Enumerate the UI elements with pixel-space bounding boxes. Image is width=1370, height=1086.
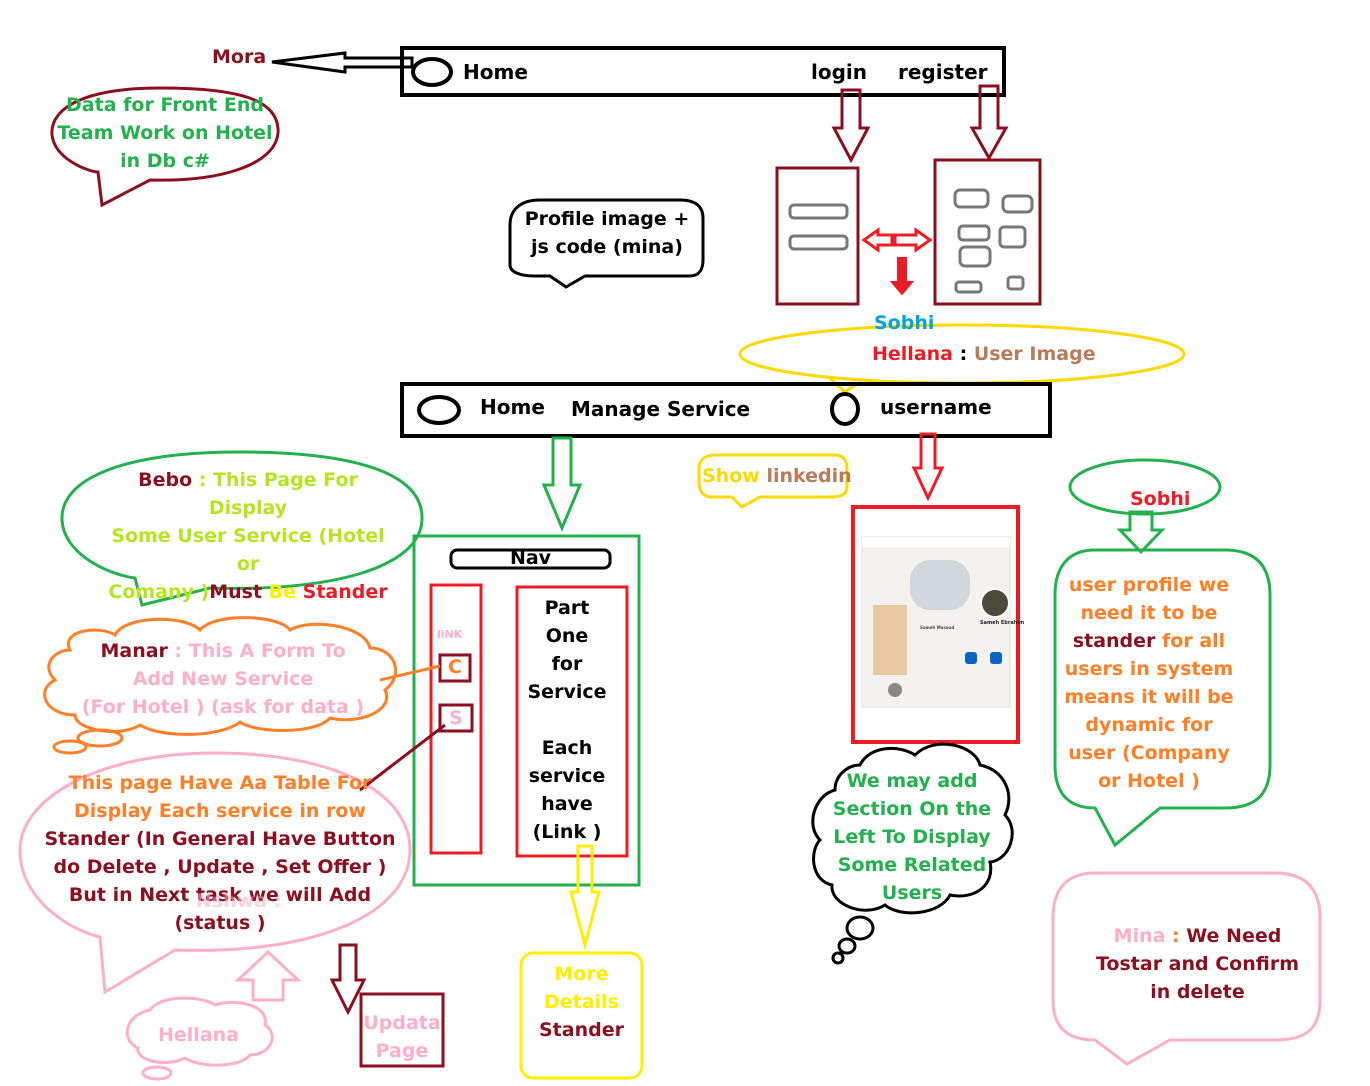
manar-name: Manar bbox=[100, 640, 168, 662]
manar-note: Manar : This A Form To Add New Service (… bbox=[78, 637, 368, 721]
manage-page-frame bbox=[412, 534, 641, 887]
user-profile-part1: user profile we need it to be bbox=[1068, 574, 1230, 624]
update-page-box bbox=[359, 992, 445, 1068]
top-nav-home[interactable]: Home bbox=[463, 60, 528, 84]
hellana-sep: : bbox=[952, 343, 974, 365]
sobhi-ellipse bbox=[1068, 458, 1222, 516]
bebo-bubble bbox=[60, 450, 424, 607]
user-profile-stander: stander bbox=[1072, 630, 1156, 652]
mina-text: We Need Tostar and Confirm in delete bbox=[1095, 925, 1300, 1003]
mora-label: Mora bbox=[212, 46, 267, 68]
register-form-sketch bbox=[933, 158, 1042, 306]
manar-text: : This A Form To Add New Service (For Ho… bbox=[81, 640, 365, 718]
more-details-box bbox=[519, 951, 644, 1080]
related-users-cloud bbox=[811, 742, 1014, 915]
update-page-label: Updata Page bbox=[363, 1012, 441, 1062]
show-linkedin-note: Show linkedin bbox=[702, 462, 852, 490]
user-profile-note: user profile we need it to be stander fo… bbox=[1060, 571, 1238, 795]
login-form-sketch bbox=[775, 166, 860, 306]
bebo-be: Be bbox=[268, 581, 297, 603]
user-profile-part2: for all users in system means it will be… bbox=[1064, 630, 1234, 792]
related-users-text: We may add Section On the Left To Displa… bbox=[832, 770, 992, 904]
part-one-text: Part One for Service Each service have (… bbox=[527, 597, 607, 843]
top-nav-login[interactable]: login bbox=[811, 60, 868, 84]
hellana-name: Hellana bbox=[872, 343, 953, 365]
mina-note: Mina : We Need Tostar and Confirm in del… bbox=[1080, 922, 1315, 1006]
show-word: Show bbox=[702, 465, 760, 487]
sobhi-label-2: Sobhi bbox=[1130, 488, 1191, 510]
table-bubble bbox=[18, 751, 412, 995]
create-button[interactable]: C bbox=[448, 656, 462, 678]
second-nav-manage-service[interactable]: Manage Service bbox=[571, 397, 751, 421]
bebo-stander: Stander bbox=[296, 581, 388, 603]
bebo-name: Bebo bbox=[138, 469, 193, 491]
profile-bubble bbox=[508, 198, 705, 289]
hellana-cloud bbox=[125, 996, 274, 1067]
table-note-dark: Stander (In General Have Button do Delet… bbox=[44, 828, 396, 934]
second-nav-username[interactable]: username bbox=[880, 395, 992, 419]
second-nav-home[interactable]: Home bbox=[480, 395, 545, 419]
table-note-orange: This page Have Aa Table For Display Each… bbox=[68, 772, 372, 822]
mina-bubble bbox=[1051, 871, 1322, 1066]
register-arrow bbox=[969, 84, 1009, 162]
linkedin-preview-frame bbox=[851, 505, 1020, 744]
nav-label: Nav bbox=[509, 547, 552, 569]
linkedin-preview-subtitle: Sameh Masoud bbox=[920, 625, 955, 630]
second-navbar bbox=[400, 382, 1052, 438]
bebo-text: : This Page For Display Some User Servic… bbox=[108, 469, 385, 603]
sobhi-label: Sobhi bbox=[874, 312, 935, 334]
mora-bubble bbox=[50, 86, 280, 208]
hellana-user-image-note: Hellana : User Image bbox=[872, 340, 1096, 368]
manar-cloud bbox=[43, 616, 398, 736]
login-arrow bbox=[831, 88, 871, 164]
linkedin-bubble bbox=[697, 453, 849, 509]
mina-name: Mina bbox=[1113, 925, 1166, 947]
top-nav-register[interactable]: register bbox=[898, 60, 988, 84]
more-details-stander: Stander bbox=[539, 1019, 624, 1041]
bebo-note: Bebo : This Page For Display Some User S… bbox=[108, 469, 388, 603]
logo-circle bbox=[411, 57, 453, 87]
top-navbar bbox=[400, 46, 1006, 97]
user-profile-bubble bbox=[1053, 548, 1272, 848]
link-label: liNK bbox=[437, 628, 463, 641]
linkedin-word: linkedin bbox=[759, 465, 852, 487]
show-button[interactable]: S bbox=[449, 707, 463, 729]
mora-bubble-text: Data for Front End Team Work on Hotel in… bbox=[57, 94, 273, 172]
more-details-label: More Details bbox=[544, 963, 619, 1013]
hellana-text: User Image bbox=[973, 343, 1096, 365]
linkedin-preview-name: Sameh Ebrahim bbox=[980, 620, 1025, 626]
nshwa-ghost: Nshwa : bbox=[196, 890, 282, 912]
hellana-bottom-label: Hellana bbox=[158, 1024, 239, 1046]
mina-sep: : bbox=[1165, 925, 1187, 947]
profile-bubble-text: Profile image + js code (mina) bbox=[524, 208, 690, 258]
mora-arrow bbox=[271, 51, 414, 74]
